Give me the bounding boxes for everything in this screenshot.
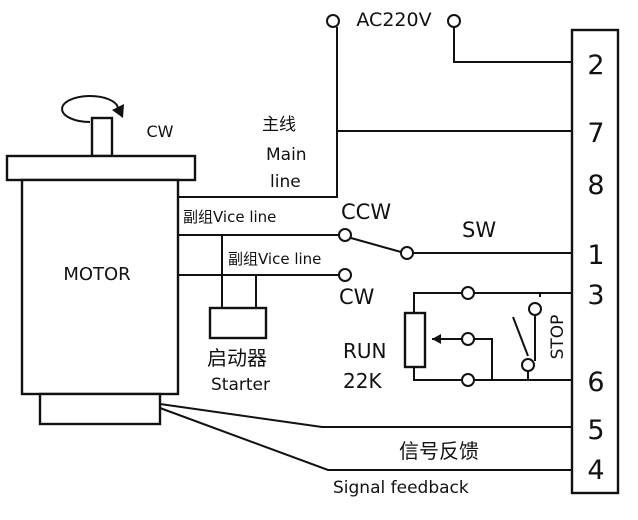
pot-terminal-wiper [461, 332, 475, 346]
ccw-terminal [338, 228, 352, 242]
terminal-7: 7 [587, 118, 604, 149]
wiper-arrow-icon [432, 334, 462, 344]
main-line-label-zh: 主线 [262, 115, 296, 135]
run-label: RUN [343, 339, 387, 363]
sw-terminal [400, 246, 414, 260]
pot-terminal-top [461, 286, 475, 300]
direction-switch [338, 228, 414, 282]
motor-label: MOTOR [63, 264, 130, 285]
potentiometer-resistor [403, 311, 427, 369]
starter-label-zh: 启动器 [207, 346, 267, 370]
terminal-6: 6 [587, 367, 604, 398]
pot-value-label: 22K [343, 369, 382, 393]
signal-label-en: Signal feedback [333, 478, 469, 498]
switch-blade [350, 237, 402, 253]
stop-terminal-bottom [521, 358, 535, 372]
starter-box [208, 306, 268, 340]
terminal-4: 4 [587, 455, 604, 486]
motor: MOTOR [5, 116, 197, 426]
sw-label: SW [462, 218, 496, 242]
rotation-arrow-icon [61, 95, 124, 123]
terminal-block [570, 28, 620, 495]
cw-label: CW [339, 285, 375, 309]
motor-top-flange [5, 154, 197, 182]
rotation-label: CW [147, 122, 174, 141]
main-line-label-en-1: Main [266, 145, 307, 165]
motor-body [20, 178, 180, 396]
vice-line-label-2: 副组Vice line [228, 250, 321, 268]
stop-label: STOP [548, 315, 568, 360]
terminal-2: 2 [587, 50, 604, 81]
motor-bottom-box [38, 392, 162, 426]
starter-label-en: Starter [211, 375, 270, 395]
terminal-8: 8 [587, 170, 604, 201]
signal-label-zh: 信号反馈 [399, 439, 479, 463]
power-source: AC220V [326, 9, 461, 31]
pot-terminal-bottom [461, 373, 475, 387]
terminal-5: 5 [587, 415, 604, 446]
terminal-3: 3 [587, 280, 604, 311]
stop-terminal-top [528, 302, 542, 316]
main-line-label-en-2: line [270, 172, 301, 192]
power-terminal-left [326, 14, 340, 28]
terminal-1: 1 [587, 240, 604, 271]
terminal-numbers: 2 7 8 1 3 6 5 4 [587, 50, 604, 486]
power-label: AC220V [356, 9, 431, 31]
vice-line-label-1: 副组Vice line [183, 208, 276, 226]
cw-terminal [338, 268, 352, 282]
ccw-label: CCW [341, 200, 391, 224]
power-terminal-right [447, 14, 461, 28]
run-pot-circuit [413, 292, 572, 381]
wires [159, 27, 572, 471]
motor-shaft [90, 116, 114, 158]
